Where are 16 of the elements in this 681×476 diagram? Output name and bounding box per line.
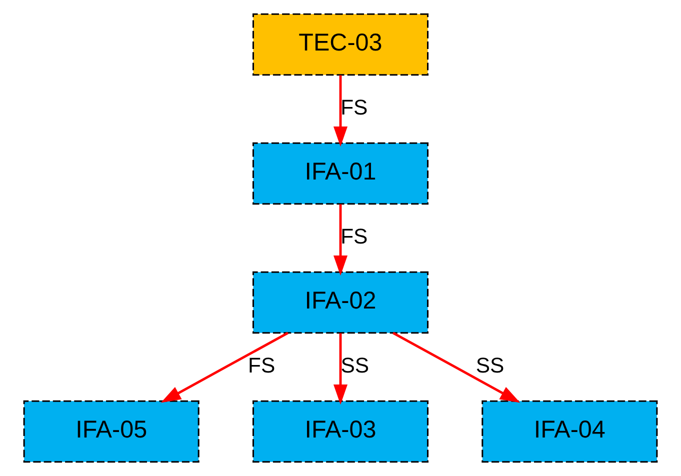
edge-label: FS bbox=[340, 224, 368, 249]
edge-label: FS bbox=[340, 96, 368, 120]
arrow bbox=[333, 333, 348, 405]
arrow bbox=[333, 75, 348, 147]
node-box: IFA-05 bbox=[23, 400, 200, 463]
arrow bbox=[333, 204, 348, 276]
node-box: TEC-03 bbox=[252, 13, 429, 76]
edge-label: SS bbox=[340, 354, 370, 378]
node-box: IFA-03 bbox=[252, 400, 429, 463]
edge-label: SS bbox=[476, 354, 504, 378]
arrow bbox=[160, 332, 289, 403]
node-box: IFA-01 bbox=[252, 142, 429, 205]
arrow bbox=[392, 332, 520, 403]
node-box: IFA-02 bbox=[252, 271, 429, 334]
node-box: IFA-04 bbox=[482, 400, 658, 463]
edge-label: FS bbox=[248, 354, 276, 378]
